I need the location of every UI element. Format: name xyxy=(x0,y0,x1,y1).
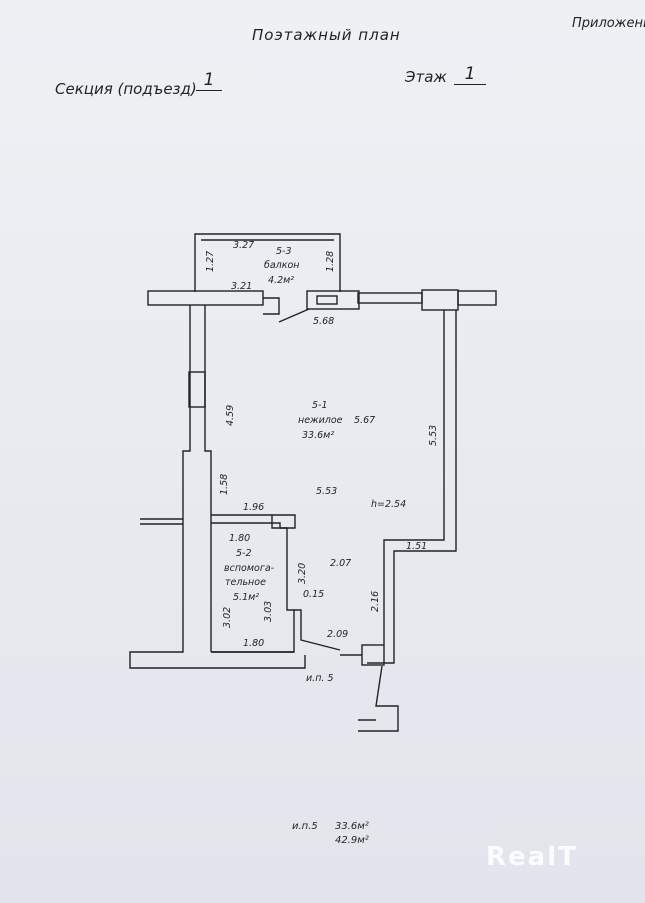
balcony-outline xyxy=(194,233,341,292)
main-room-height: h=2.54 xyxy=(371,499,406,510)
dim-216: 2.16 xyxy=(370,591,381,612)
aux-dim-small: 0.15 xyxy=(303,589,324,600)
main-room-id: 5-1 xyxy=(312,400,328,411)
balcony-name: балкон xyxy=(264,260,300,271)
top-wall-right xyxy=(357,292,423,304)
entrance-path xyxy=(358,665,399,732)
aux-room-id: 5-2 xyxy=(236,548,252,559)
dim-207: 2.07 xyxy=(330,558,351,569)
plan-labels: 3.27 5-3 балкон 4.2м² 3.21 1.27 1.28 5.6… xyxy=(205,240,439,684)
main-dim-right: 5.53 xyxy=(428,425,439,446)
top-wall-left xyxy=(147,290,264,306)
aux-dim-left: 3.02 xyxy=(222,607,233,628)
balcony-dim-bottom: 3.21 xyxy=(231,281,252,292)
aux-room-top xyxy=(211,514,296,529)
main-room-name: нежилое xyxy=(298,415,343,426)
page-title: Поэтажный план xyxy=(252,26,401,44)
totals-area-2: 42.9м² xyxy=(334,835,369,846)
top-wall-far-right xyxy=(457,290,497,306)
main-dim-left-lower: 1.58 xyxy=(219,474,230,495)
left-wall-outer xyxy=(129,305,306,669)
aux-door-swing xyxy=(294,609,341,651)
totals-label: и.п.5 xyxy=(292,821,318,832)
door-dim-568: 5.68 xyxy=(313,316,334,327)
right-wall-outer xyxy=(367,310,457,664)
right-wall-inner xyxy=(383,310,445,645)
main-room-width: 5.67 xyxy=(354,415,375,426)
balcony-door-frame xyxy=(306,290,360,310)
floor-label: Этаж xyxy=(405,68,447,86)
totals-block: и.п.5 33.6м² 42.9м² xyxy=(292,820,369,848)
top-wall-column xyxy=(421,289,459,311)
main-room-area: 33.6м² xyxy=(302,430,334,441)
balcony-dim-top: 3.27 xyxy=(233,240,254,251)
entrance-frame xyxy=(361,644,385,666)
totals-area-1: 33.6м² xyxy=(334,821,369,832)
appendix-label: Приложени xyxy=(572,16,645,31)
balcony-dim-right: 1.28 xyxy=(325,251,336,272)
aux-room-name-2: тельное xyxy=(225,577,266,588)
aux-room-area: 5.1м² xyxy=(233,592,259,603)
entrance-label: и.п. 5 xyxy=(306,673,334,684)
aux-dim-top: 1.96 xyxy=(243,502,264,513)
aux-dim-right: 3.03 xyxy=(263,601,274,622)
aux-dim-right-outer: 3.20 xyxy=(297,563,308,584)
balcony-id: 5-3 xyxy=(276,246,292,257)
balcony-door-inner xyxy=(316,295,338,305)
main-dim-left-upper: 4.59 xyxy=(225,405,236,426)
dim-151: 1.51 xyxy=(406,541,427,552)
aux-room-name-1: вспомога- xyxy=(224,563,275,574)
dim-209: 2.09 xyxy=(327,629,348,640)
left-window xyxy=(188,371,206,408)
balcony-dim-left: 1.27 xyxy=(205,251,216,272)
section-value: 1 xyxy=(196,70,222,91)
aux-dim-bottom: 1.80 xyxy=(243,638,264,649)
floor-value: 1 xyxy=(454,64,486,85)
main-room-width2: 5.53 xyxy=(316,486,337,497)
left-wall-inner xyxy=(204,305,212,652)
aux-dim-inner-top: 1.80 xyxy=(229,533,250,544)
window-left xyxy=(263,297,280,315)
balcony-area: 4.2м² xyxy=(268,275,294,286)
balcony-door-leaf xyxy=(278,308,310,323)
section-label: Секция (подъезд) xyxy=(55,80,197,98)
aux-room-right xyxy=(211,522,295,653)
realt-watermark: RealT xyxy=(486,842,578,872)
